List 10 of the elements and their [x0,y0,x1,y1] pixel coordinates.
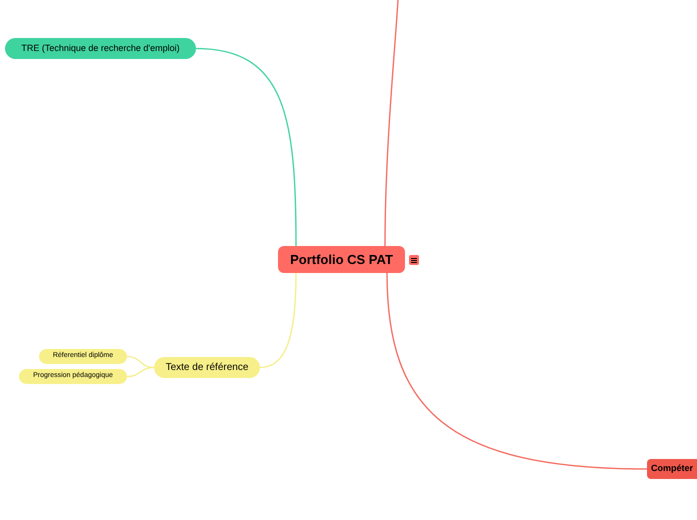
connector-line [126,366,154,378]
connector-line [260,273,297,368]
root-topic: Portfolio CS PAT [278,246,405,273]
connector-line [126,356,154,368]
topic-pill: TRE (Technique de recherche d'emploi) [5,38,196,59]
connector-line [196,48,297,246]
connector-line [384,0,399,246]
connector-line [386,272,648,470]
topic-pill: Texte de référence [154,357,260,378]
topic-box: Compéter [647,459,697,479]
